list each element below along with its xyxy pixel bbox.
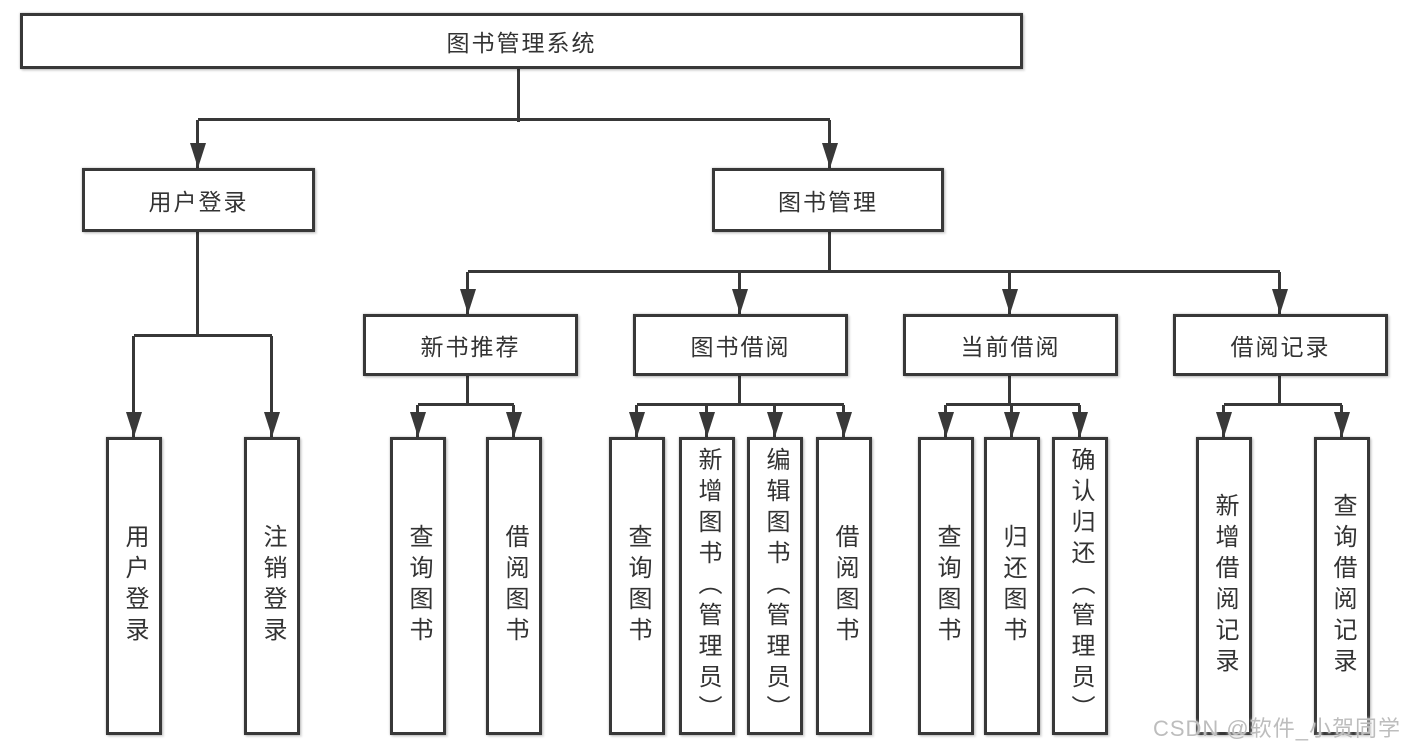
node-query-books-1: 查询图书 [390, 437, 446, 735]
node-logout: 注销登录 [244, 437, 300, 735]
connector-line [198, 118, 830, 121]
connector-line [828, 232, 831, 273]
node-root: 图书管理系统 [20, 13, 1023, 69]
node-user-login-group: 用户登录 [82, 168, 315, 232]
arrowhead-down-icon [1272, 289, 1288, 314]
arrowhead-down-icon [822, 143, 838, 168]
connector-line [468, 270, 1280, 273]
arrowhead-down-icon [767, 412, 783, 437]
node-label: 确认归还（管理员） [1067, 446, 1094, 726]
node-label: 用户登录 [148, 189, 249, 215]
node-label: 图书管理系统 [446, 30, 597, 56]
connector-line [1224, 403, 1342, 406]
node-label: 借阅图书 [831, 524, 858, 648]
arrowhead-down-icon [938, 412, 954, 437]
arrowhead-down-icon [629, 412, 645, 437]
node-user-login: 用户登录 [106, 437, 162, 735]
node-borrowing-records: 借阅记录 [1173, 314, 1388, 376]
node-add-borrow-record: 新增借阅记录 [1196, 437, 1252, 735]
arrowhead-down-icon [1002, 289, 1018, 314]
arrowhead-down-icon [1072, 412, 1088, 437]
watermark: CSDN @软件_小贺同学 [1152, 716, 1401, 741]
connector-line [946, 403, 1080, 406]
node-label: 用户登录 [121, 524, 148, 648]
connector-line [1008, 376, 1011, 406]
node-label: 借阅记录 [1230, 334, 1331, 360]
node-label: 新书推荐 [420, 334, 521, 360]
connector-line [134, 334, 272, 337]
connector-line [517, 69, 520, 122]
node-label: 编辑图书（管理员） [762, 446, 789, 726]
node-label: 查询图书 [405, 524, 432, 648]
node-label: 查询借阅记录 [1329, 493, 1356, 679]
node-label: 图书管理 [778, 189, 878, 215]
connector-line [418, 403, 514, 406]
node-book-management: 图书管理 [712, 168, 944, 232]
node-label: 新增图书（管理员） [694, 446, 721, 726]
node-label: 查询图书 [624, 524, 651, 648]
node-label: 图书借阅 [690, 334, 791, 360]
arrowhead-down-icon [264, 412, 280, 437]
node-label: 归还图书 [999, 524, 1026, 648]
node-current-borrowing: 当前借阅 [903, 314, 1118, 376]
connector-line [270, 336, 273, 437]
node-label: 新增借阅记录 [1211, 493, 1238, 679]
arrowhead-down-icon [506, 412, 522, 437]
node-borrow-books-2: 借阅图书 [816, 437, 872, 735]
node-return-books: 归还图书 [984, 437, 1040, 735]
connector-line [196, 232, 199, 337]
node-label: 当前借阅 [960, 334, 1061, 360]
node-edit-books-admin: 编辑图书（管理员） [747, 437, 803, 735]
connector-line [132, 336, 135, 437]
connector-line [466, 376, 469, 406]
node-query-books-3: 查询图书 [918, 437, 974, 735]
arrowhead-down-icon [1004, 412, 1020, 437]
arrowhead-down-icon [699, 412, 715, 437]
node-label: 查询图书 [933, 524, 960, 648]
node-query-borrow-record: 查询借阅记录 [1314, 437, 1370, 735]
arrowhead-down-icon [1216, 412, 1232, 437]
node-borrow-books-1: 借阅图书 [486, 437, 542, 735]
arrowhead-down-icon [190, 143, 206, 168]
arrowhead-down-icon [460, 289, 476, 314]
connector-line [738, 376, 741, 406]
node-book-borrowing: 图书借阅 [633, 314, 848, 376]
node-confirm-return-admin: 确认归还（管理员） [1052, 437, 1108, 735]
connector-line [1278, 376, 1281, 406]
connector-line [637, 403, 844, 406]
node-add-books-admin: 新增图书（管理员） [679, 437, 735, 735]
node-label: 注销登录 [259, 524, 286, 648]
arrowhead-down-icon [410, 412, 426, 437]
arrowhead-down-icon [126, 412, 142, 437]
node-query-books-2: 查询图书 [609, 437, 665, 735]
arrowhead-down-icon [732, 289, 748, 314]
node-new-book-recommend: 新书推荐 [363, 314, 578, 376]
node-label: 借阅图书 [501, 524, 528, 648]
arrowhead-down-icon [836, 412, 852, 437]
arrowhead-down-icon [1334, 412, 1350, 437]
